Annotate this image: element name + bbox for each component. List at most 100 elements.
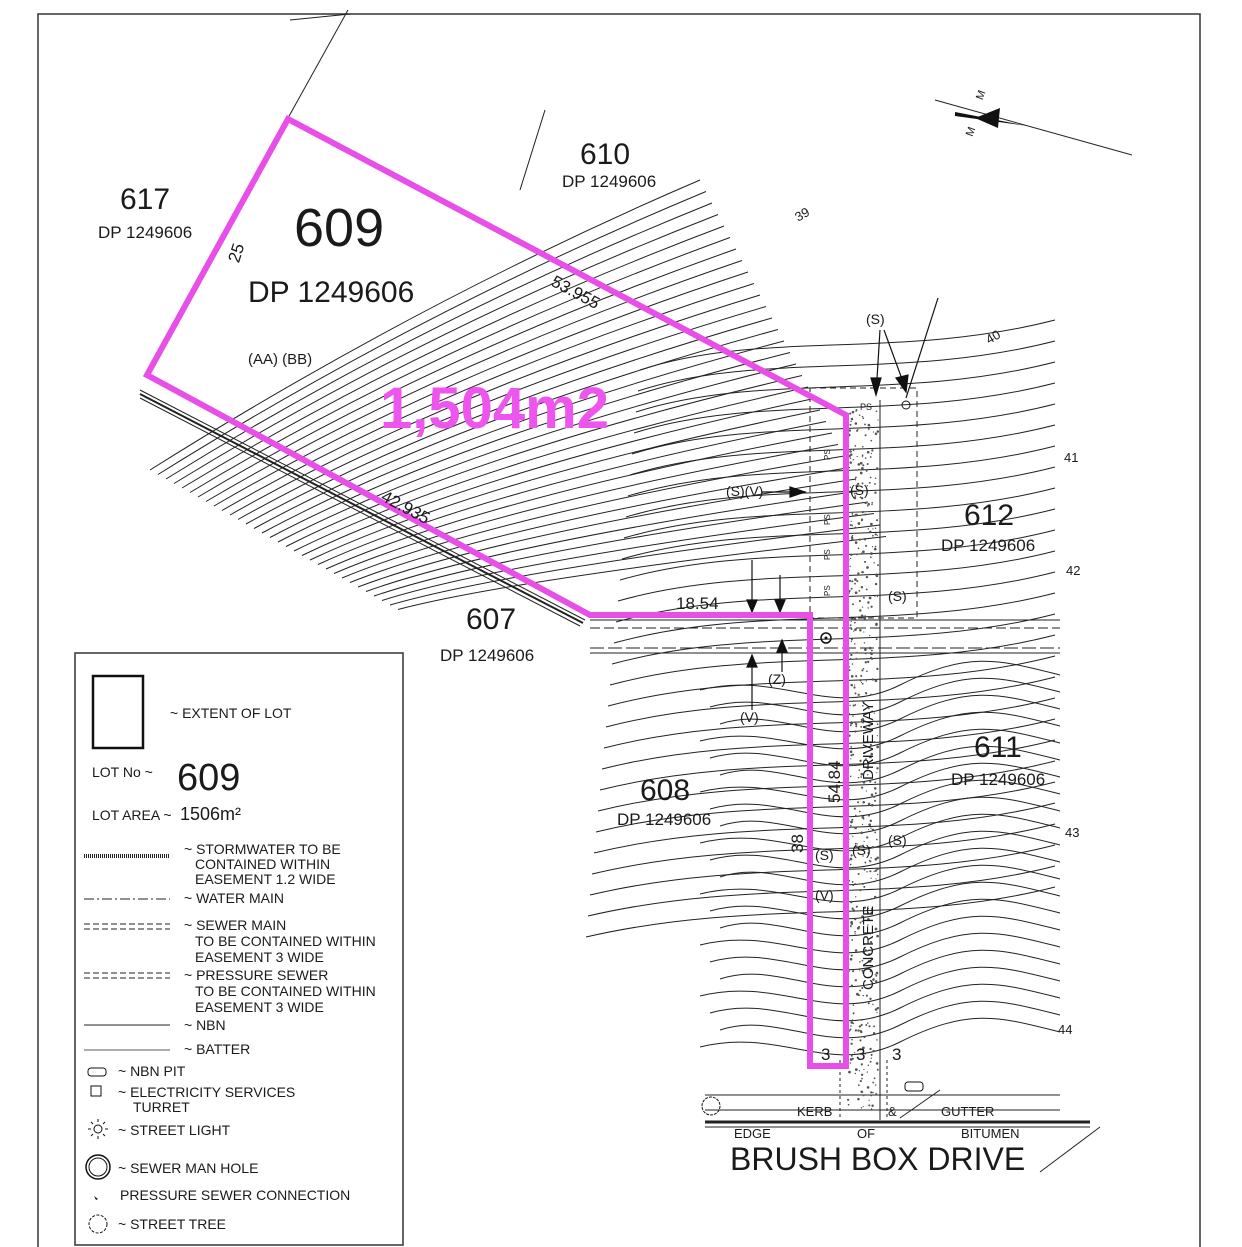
legend-street-tree-icon xyxy=(88,1214,108,1234)
legend-extent-symbol xyxy=(91,674,145,750)
legend-stormwater-2: CONTAINED WITHIN xyxy=(195,856,330,872)
contour-line xyxy=(173,214,719,484)
legend-extent: ~ EXTENT OF LOT xyxy=(170,705,292,721)
contour-line xyxy=(699,1017,1061,1056)
lot-609-boundary xyxy=(142,114,849,1069)
contour-line xyxy=(593,802,1056,854)
legend-lot-no-value: 609 xyxy=(177,757,240,799)
north-m1: M xyxy=(974,89,988,102)
service-z: (Z) xyxy=(768,671,786,687)
lot-610-number: 610 xyxy=(580,138,630,171)
legend-street-light-icon xyxy=(88,1119,108,1139)
north-m2: M xyxy=(964,125,978,138)
contour-label-44: 44 xyxy=(1058,1022,1072,1037)
contour-line xyxy=(309,409,821,561)
contour-label-43: 43 xyxy=(1065,825,1079,840)
contour-line xyxy=(365,490,863,592)
contour-line xyxy=(325,432,833,570)
contour-line xyxy=(165,202,713,480)
legend-pressure-sewer-3: EASEMENT 3 WIDE xyxy=(195,999,324,1015)
driveway-label: DRIVEWAY xyxy=(860,702,877,780)
lot-617-dp: DP 1249606 xyxy=(98,223,192,242)
contour-line xyxy=(699,915,1061,954)
lot-611-dp: DP 1249606 xyxy=(951,770,1045,789)
service-v-2: (V) xyxy=(815,887,834,903)
contour-line xyxy=(699,966,1061,1005)
contour-line xyxy=(709,932,1061,971)
contour-line xyxy=(719,694,1061,733)
contour-line xyxy=(699,660,1061,699)
ps-label-5: PS xyxy=(823,585,832,596)
legend-nbn: ~ NBN xyxy=(184,1017,226,1033)
contour-line xyxy=(285,375,803,547)
lot-611-number: 611 xyxy=(974,731,1022,764)
contour-line xyxy=(699,813,1061,852)
legend-pressure-sewer-2: TO BE CONTAINED WITHIN xyxy=(195,983,376,999)
legend-water-main: ~ WATER MAIN xyxy=(184,890,284,906)
contour-line xyxy=(709,830,1061,869)
dimension-frontage-3: 3 xyxy=(892,1045,901,1064)
lot-607-number: 607 xyxy=(466,603,516,636)
legend-sewer-man-hole-icon xyxy=(85,1154,111,1180)
contour-label-39: 39 xyxy=(792,204,812,224)
map-symbols xyxy=(701,400,924,1116)
contour-line xyxy=(595,781,1056,833)
north-arrow: M M xyxy=(955,89,1028,138)
kerb-label: KERB xyxy=(797,1104,832,1119)
lot-617-number: 617 xyxy=(120,183,170,216)
of-label: OF xyxy=(857,1126,875,1141)
contour-line xyxy=(611,613,1056,665)
legend-pressure-conn: PRESSURE SEWER CONNECTION xyxy=(120,1187,350,1203)
contour-line xyxy=(597,760,1056,812)
contour-label-42: 42 xyxy=(1066,563,1080,578)
contour-label-40: 40 xyxy=(983,327,1003,347)
lot-610-dp: DP 1249606 xyxy=(562,172,656,191)
contour-line xyxy=(277,363,797,543)
lot-area-callout: 1,504m2 xyxy=(380,376,609,441)
contour-line xyxy=(635,361,1056,413)
legend-sewer-main-3: EASEMENT 3 WIDE xyxy=(195,949,324,965)
street-tree-symbol xyxy=(701,1096,721,1116)
contour-line xyxy=(607,655,1056,707)
ps-label-2: PS xyxy=(823,449,832,460)
dimension-frontage-1: 3 xyxy=(821,1045,830,1064)
nbn-pit-symbol xyxy=(904,1081,924,1092)
legend: ~ EXTENT OF LOT LOT No ~ 609 LOT AREA ~ … xyxy=(74,652,404,1246)
service-v-1: (V) xyxy=(740,709,759,725)
legend-sewer-man-hole: ~ SEWER MAN HOLE xyxy=(118,1160,258,1176)
contour-line xyxy=(157,191,707,475)
contour-line xyxy=(619,529,1056,581)
contour-line xyxy=(625,466,1056,518)
service-s-5: (S) xyxy=(852,842,871,858)
legend-lot-area-value: 1506m² xyxy=(180,804,241,824)
contour-line xyxy=(221,283,755,511)
contour-line xyxy=(623,487,1056,539)
contour-line xyxy=(591,823,1056,875)
service-s-1: (S) xyxy=(866,311,885,327)
dimension-handle-west: 38 xyxy=(788,834,807,853)
contour-line xyxy=(397,536,887,610)
legend-lot-area-label: LOT AREA ~ xyxy=(92,807,172,823)
legend-elec-1: ~ ELECTRICITY SERVICES xyxy=(118,1084,295,1100)
service-lines xyxy=(590,99,1133,1173)
contour-line xyxy=(719,847,1061,886)
sheet-border xyxy=(37,13,1201,1247)
dimension-west: 25 xyxy=(224,241,248,265)
contour-line xyxy=(719,1000,1061,1039)
contour-line xyxy=(181,225,725,489)
lot-612-number: 612 xyxy=(964,499,1014,532)
contour-line xyxy=(699,762,1061,801)
legend-sewer-main-1: ~ SEWER MAIN xyxy=(184,917,286,933)
contour-line xyxy=(709,779,1061,818)
legend-sewer-main-2: TO BE CONTAINED WITHIN xyxy=(195,933,376,949)
contour-line xyxy=(349,467,851,583)
contour-line xyxy=(149,179,701,471)
contour-line xyxy=(621,508,1056,560)
lot-612-dp: DP 1249606 xyxy=(941,536,1035,555)
contour-line xyxy=(601,718,1056,770)
contour-line xyxy=(301,398,815,556)
bitumen-label: BITUMEN xyxy=(961,1126,1020,1141)
contour-line xyxy=(637,340,1056,392)
contour-line xyxy=(341,455,845,579)
